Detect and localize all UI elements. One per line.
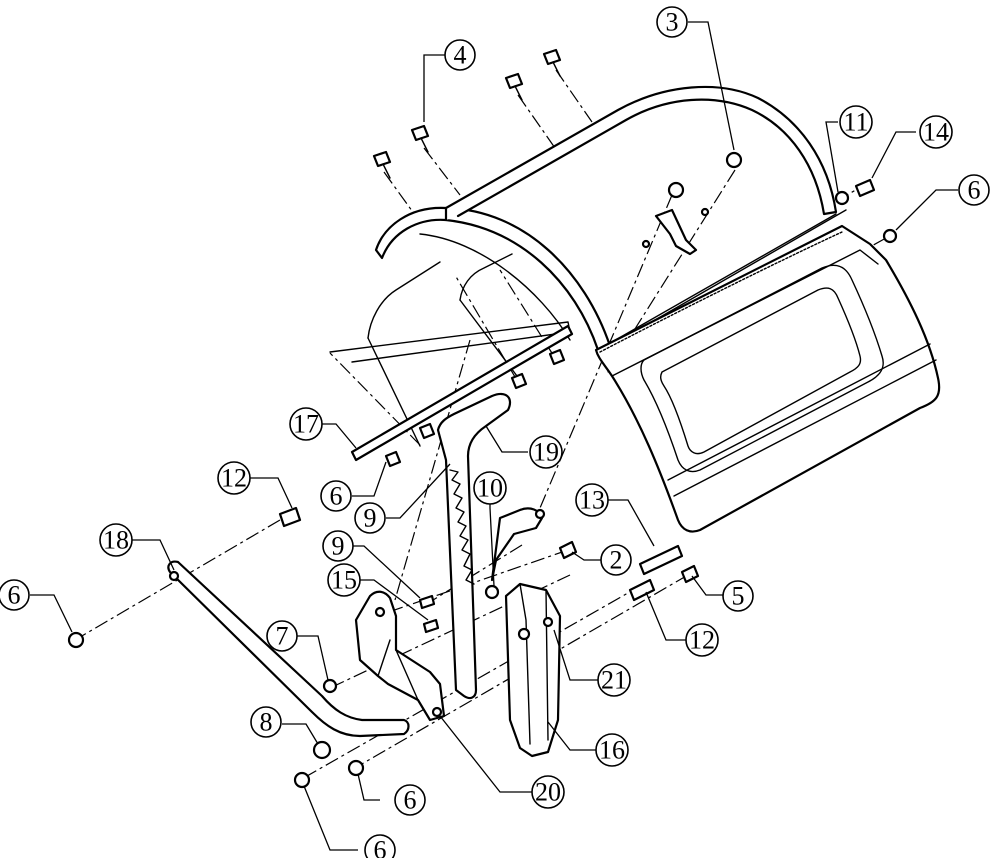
callout-6-bottom: 6 [364, 834, 396, 858]
fasteners [67, 48, 898, 789]
callout-6-right-top: 6 [958, 174, 990, 206]
callout-10: 10 [473, 471, 507, 505]
callout-8: 8 [250, 706, 282, 738]
callout-6-left: 6 [0, 579, 30, 611]
callout-3: 3 [656, 6, 688, 38]
svg-text:6: 6 [374, 836, 387, 858]
svg-text:13: 13 [579, 486, 605, 515]
svg-text:12: 12 [221, 464, 247, 493]
callout-15: 15 [327, 563, 361, 597]
svg-text:16: 16 [599, 736, 625, 765]
bolt-4a [372, 150, 392, 179]
deflector-strip [350, 324, 574, 462]
bolt-4d [542, 48, 562, 77]
callout-12-lower: 12 [685, 623, 719, 657]
leader-lines [30, 21, 958, 851]
callout-14: 14 [919, 115, 953, 149]
svg-text:8: 8 [260, 708, 273, 737]
bolt-4b [410, 124, 430, 153]
svg-text:5: 5 [732, 582, 745, 611]
svg-text:6: 6 [330, 482, 343, 511]
callout-16: 16 [595, 733, 629, 767]
svg-text:2: 2 [610, 546, 623, 575]
svg-text:10: 10 [477, 474, 503, 503]
svg-text:19: 19 [533, 438, 559, 467]
callout-9-upper: 9 [354, 502, 386, 534]
svg-text:6: 6 [968, 176, 981, 205]
callout-11: 11 [839, 105, 873, 139]
svg-text:12: 12 [689, 626, 715, 655]
svg-text:3: 3 [666, 8, 679, 37]
chute-flap [594, 224, 941, 533]
bolt-4c [504, 72, 524, 101]
svg-text:4: 4 [454, 41, 467, 70]
svg-text:6: 6 [404, 786, 417, 815]
callout-9-lower: 9 [322, 530, 354, 562]
svg-text:11: 11 [843, 108, 868, 137]
callout-5: 5 [722, 580, 754, 612]
callout-21: 21 [597, 663, 631, 697]
svg-text:7: 7 [276, 622, 289, 651]
right-mount-bracket [490, 507, 562, 758]
callout-7: 7 [266, 620, 298, 652]
link-rod [167, 560, 410, 738]
callout-12-upper: 12 [217, 461, 251, 495]
callout-2: 2 [600, 544, 632, 576]
callout-19: 19 [529, 435, 563, 469]
callout-20: 20 [531, 775, 565, 809]
svg-text:15: 15 [331, 566, 357, 595]
svg-text:20: 20 [535, 778, 561, 807]
svg-text:17: 17 [293, 410, 319, 439]
svg-text:9: 9 [332, 532, 345, 561]
callout-17: 17 [289, 407, 323, 441]
svg-text:14: 14 [923, 118, 949, 147]
callout-18: 18 [99, 523, 133, 557]
callout-6-under-strip: 6 [320, 480, 352, 512]
left-mount-bracket [354, 590, 446, 722]
svg-text:6: 6 [8, 581, 21, 610]
callout-13: 13 [575, 483, 609, 517]
callout-4: 4 [444, 39, 476, 71]
svg-text:18: 18 [103, 526, 129, 555]
svg-text:9: 9 [364, 504, 377, 533]
svg-text:21: 21 [601, 666, 627, 695]
callout-6-bottom-right: 6 [394, 784, 426, 816]
